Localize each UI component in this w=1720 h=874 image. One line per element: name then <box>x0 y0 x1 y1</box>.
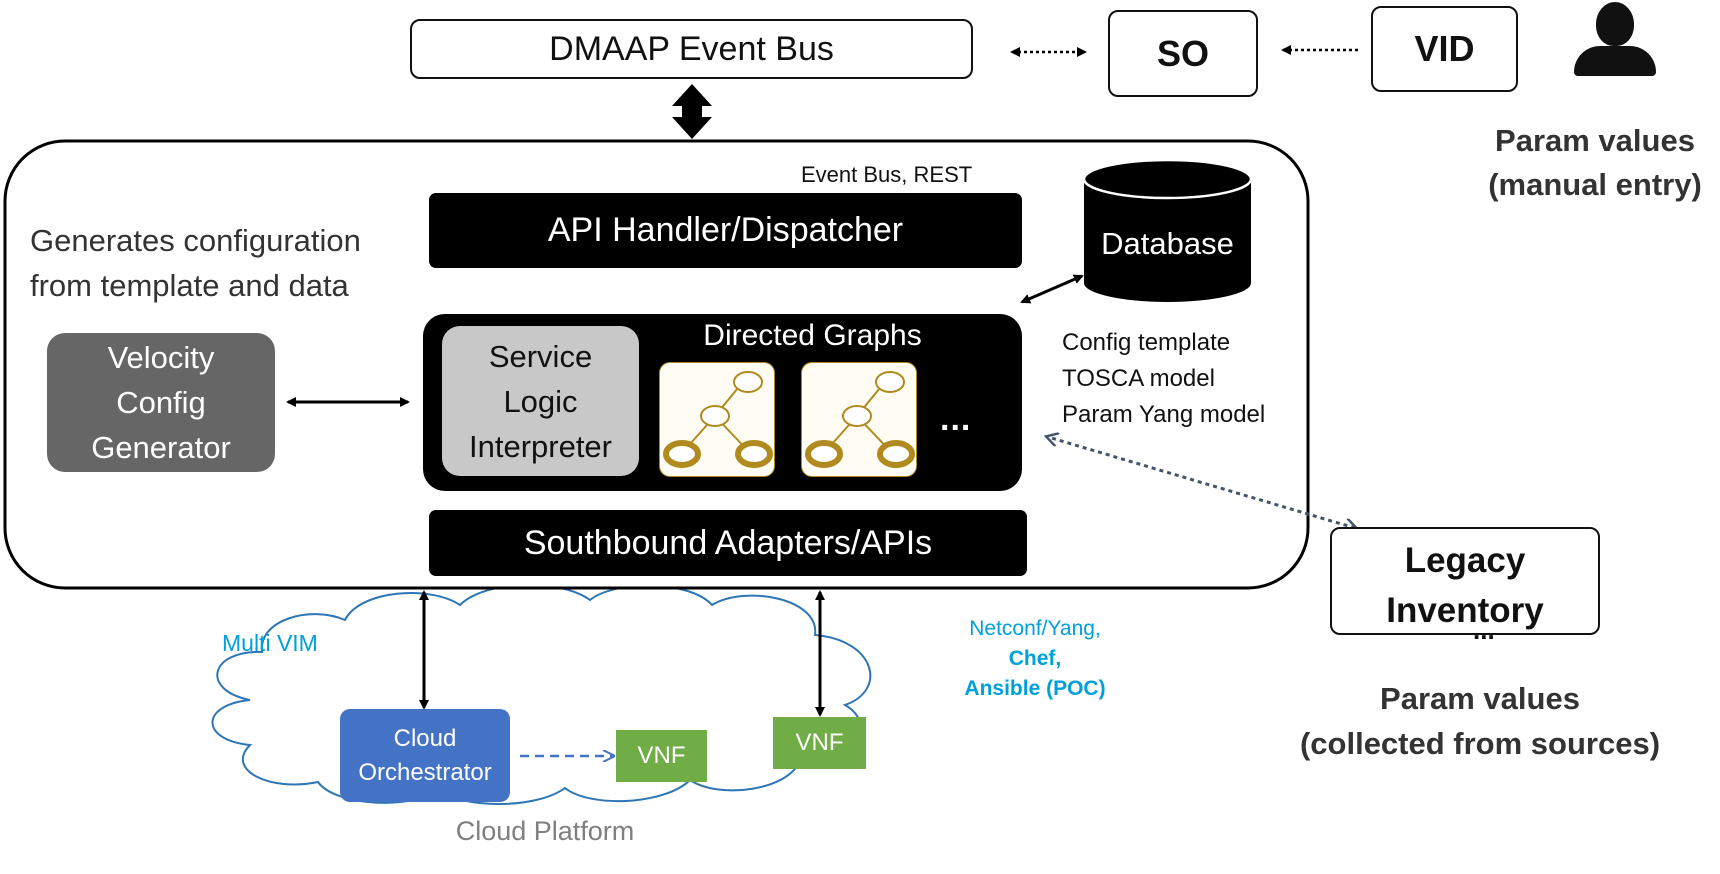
platform-description: Generates configuration from template an… <box>30 218 430 308</box>
velocity-line3: Generator <box>91 430 231 465</box>
legacy-line2: Inventory <box>1386 591 1544 630</box>
database-cylinder <box>1082 158 1253 302</box>
graph-tree-icon <box>805 371 915 468</box>
graph-icon-2[interactable] <box>801 362 917 477</box>
vid-label: VID <box>1414 28 1475 69</box>
database-label: Database <box>1101 226 1234 261</box>
vnf-2[interactable]: VNF <box>773 717 866 769</box>
cloud-orchestrator[interactable]: Cloud Orchestrator <box>340 709 510 802</box>
database-contents: Config template TOSCA model Param Yang m… <box>1062 325 1322 433</box>
db-content-param-yang-model: Param Yang model <box>1062 401 1266 428</box>
orchestrator-line2: Orchestrator <box>358 758 492 786</box>
so-box[interactable]: SO <box>1108 10 1258 97</box>
sli-line2: Logic <box>503 383 578 419</box>
so-label: SO <box>1156 32 1209 74</box>
legacy-inventory-box[interactable] <box>1330 527 1600 635</box>
southbound-label: Southbound Adapters/APIs <box>523 523 933 562</box>
manual-param-line1: Param values <box>1495 123 1695 158</box>
graph-ellipsis: ... <box>940 400 972 438</box>
dmaap-platform-arrow <box>672 84 712 139</box>
collected-param-line1: Param values <box>1380 681 1580 716</box>
sli-line1: Service <box>488 338 593 374</box>
velocity-line2: Config <box>116 385 206 420</box>
service-logic-interpreter[interactable]: Service Logic Interpreter <box>442 326 639 476</box>
orchestrator-line1: Cloud <box>393 724 457 752</box>
manual-param-line2: (manual entry) <box>1488 167 1702 202</box>
collected-param-line2: (collected from sources) <box>1299 726 1661 761</box>
collected-param-label: Param values (collected from sources) <box>1280 676 1680 766</box>
netconf-line2: Chef, <box>1008 647 1062 670</box>
api-handler-label: API Handler/Dispatcher <box>547 211 904 249</box>
platform-description-line2: from template and data <box>30 268 349 303</box>
southbound-adapters-bar[interactable]: Southbound Adapters/APIs <box>429 510 1027 576</box>
database-graph-arrow <box>1020 274 1084 304</box>
vid-box[interactable]: VID <box>1371 6 1518 92</box>
legacy-line1: Legacy <box>1404 541 1526 580</box>
manual-param-label: Param values (manual entry) <box>1470 118 1720 208</box>
netconf-line3: Ansible (POC) <box>964 677 1106 700</box>
legacy-ellipsis: ... <box>1473 615 1495 645</box>
legacy-inventory-label: Legacy Inventory <box>1330 536 1600 636</box>
platform-description-line1: Generates configuration <box>30 223 361 258</box>
db-content-tosca-model: TOSCA model <box>1062 365 1215 392</box>
velocity-config-generator[interactable]: Velocity Config Generator <box>47 333 275 472</box>
netconf-line1: Netconf/Yang, <box>969 617 1101 640</box>
graph-icon-1[interactable] <box>659 362 775 477</box>
interfaces-label: Event Bus, REST <box>801 162 973 187</box>
user-icon <box>1574 2 1656 78</box>
velocity-line1: Velocity <box>107 340 215 375</box>
legacy-graph-arrow <box>1048 437 1355 528</box>
db-content-config-template: Config template <box>1062 329 1231 356</box>
dmaap-event-bus-box[interactable]: DMAAP Event Bus <box>410 19 973 79</box>
api-handler-bar[interactable]: API Handler/Dispatcher <box>429 193 1022 268</box>
dmaap-event-bus-label: DMAAP Event Bus <box>549 29 834 68</box>
sli-line3: Interpreter <box>468 428 612 464</box>
netconf-label: Netconf/Yang, Chef, Ansible (POC) <box>940 614 1130 704</box>
directed-graphs-label: Directed Graphs <box>703 319 922 352</box>
vnf-1[interactable]: VNF <box>616 730 707 782</box>
multi-vim-label: Multi VIM <box>222 630 318 656</box>
graph-tree-icon <box>663 371 773 468</box>
cloud-platform-label: Cloud Platform <box>455 815 635 846</box>
